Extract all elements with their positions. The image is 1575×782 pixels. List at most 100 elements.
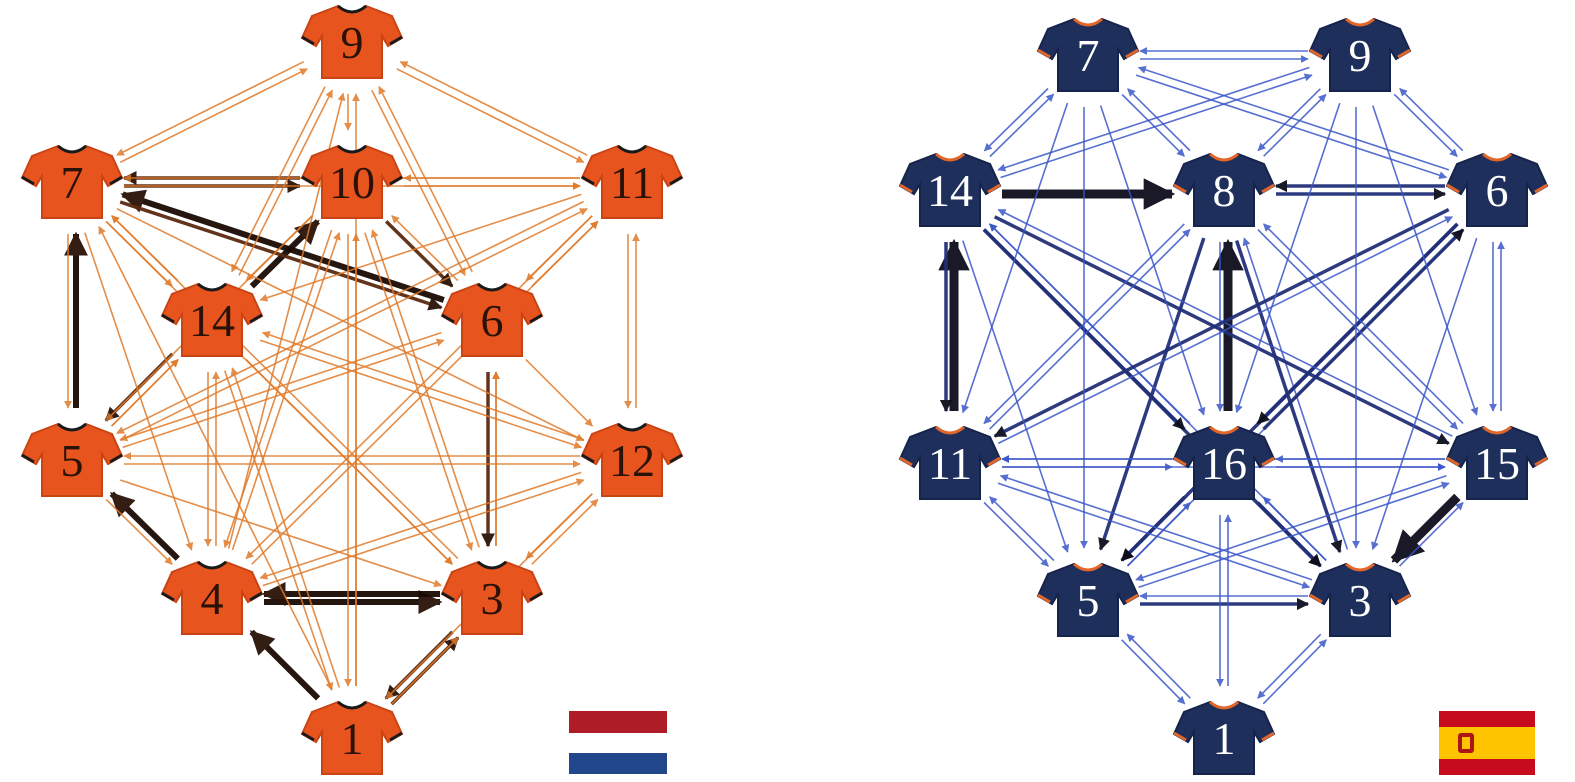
player-shirt-netherlands: 10 <box>300 144 404 219</box>
nl-pass-arrow <box>396 68 585 164</box>
es-pass-arrow <box>989 223 1191 425</box>
sleeve-trim <box>301 35 315 46</box>
es-pass-arrow <box>1399 88 1464 152</box>
player-shirt-spain: 6 <box>1445 152 1549 227</box>
player-shirt-netherlands: 14 <box>160 282 264 357</box>
sleeve-trim <box>987 183 1001 194</box>
sleeve-trim <box>389 731 403 742</box>
es-pass-arrow <box>1126 502 1191 567</box>
sleeve-trim <box>1309 593 1323 604</box>
es-pass-arrow <box>993 208 1450 438</box>
player-number: 5 <box>61 435 84 486</box>
collar-trim <box>477 560 507 570</box>
es-pass-arrow <box>1000 73 1313 179</box>
player-number: 11 <box>610 157 654 208</box>
spain-flag <box>1439 711 1535 775</box>
player-number: 8 <box>1213 165 1236 216</box>
player-number: 16 <box>1201 438 1247 489</box>
sleeve-trim <box>1309 48 1323 59</box>
nl-pass-arrow <box>378 85 473 273</box>
nl-pass-arrow <box>525 359 593 427</box>
sleeve-trim <box>1397 48 1411 59</box>
es-pass-arrow <box>1235 102 1341 414</box>
es-pass-arrow <box>983 501 1049 567</box>
sleeve-trim <box>581 175 595 186</box>
collar-trim <box>935 425 965 435</box>
nl-pass-arrow <box>84 232 194 551</box>
player-shirt-spain: 14 <box>898 152 1002 227</box>
collar-trim <box>337 144 367 154</box>
nl-pass-arrow <box>370 229 480 548</box>
sleeve-trim <box>1261 731 1275 742</box>
netherlands-pass-arrows <box>64 60 640 706</box>
es-pass-arrow <box>983 87 1049 152</box>
sleeve-trim <box>109 453 123 464</box>
collar-trim <box>617 422 647 432</box>
es-pass-arrow <box>1120 495 1186 562</box>
player-number: 14 <box>189 295 235 346</box>
player-number: 5 <box>1077 575 1100 626</box>
es-pass-arrow <box>997 66 1310 172</box>
es-pass-arrow <box>962 240 1070 553</box>
player-number: 15 <box>1474 438 1520 489</box>
player-shirt-spain: 7 <box>1036 17 1140 92</box>
nl-pass-arrow <box>259 339 583 449</box>
player-number: 6 <box>481 295 504 346</box>
collar-trim <box>197 282 227 292</box>
es-pass-arrow <box>989 93 1055 158</box>
es-pass-arrow <box>1393 93 1458 157</box>
player-shirt-netherlands: 4 <box>160 560 264 635</box>
collar-trim <box>1482 152 1512 162</box>
sleeve-trim <box>1534 183 1548 194</box>
sleeve-trim <box>899 183 913 194</box>
es-pass-arrow <box>1256 501 1322 568</box>
player-number: 11 <box>928 438 972 489</box>
es-pass-arrow <box>999 474 1313 581</box>
player-number: 6 <box>1486 165 1509 216</box>
sleeve-trim <box>669 175 683 186</box>
collar-trim <box>477 282 507 292</box>
es-pass-arrow <box>1262 496 1327 561</box>
sleeve-trim <box>301 731 315 742</box>
nl-pass-arrow <box>119 331 442 442</box>
player-shirt-spain: 5 <box>1036 562 1140 637</box>
collar-trim <box>337 700 367 710</box>
nl-pass-arrow <box>262 478 585 587</box>
es-pass-arrow <box>1127 88 1191 152</box>
nl-pass-arrow <box>119 479 443 588</box>
player-shirt-netherlands: 11 <box>580 144 684 219</box>
nl-pass-arrow <box>231 86 326 273</box>
sleeve-trim <box>161 591 175 602</box>
es-pass-arrow <box>1126 633 1191 699</box>
es-pass-arrow <box>1390 493 1461 564</box>
nl-pass-arrow <box>120 207 588 442</box>
es-pass-arrow <box>1257 88 1321 152</box>
es-pass-arrow <box>1263 93 1327 157</box>
sleeve-trim <box>1173 183 1187 194</box>
player-number: 1 <box>1213 713 1236 764</box>
player-number: 4 <box>201 573 224 624</box>
nl-pass-arrow <box>391 637 459 705</box>
es-pass-arrow <box>1399 502 1464 567</box>
player-shirt-spain: 11 <box>898 425 1002 500</box>
nl-pass-arrow <box>116 200 584 435</box>
player-shirt-netherlands: 3 <box>440 560 544 635</box>
es-pass-arrow <box>1135 74 1448 180</box>
es-pass-arrow <box>1371 237 1478 551</box>
es-pass-arrow <box>1121 93 1185 157</box>
es-pass-arrow <box>1242 237 1349 550</box>
player-number: 9 <box>341 17 364 68</box>
nl-pass-arrow <box>384 220 454 288</box>
player-shirt-netherlands: 12 <box>580 422 684 497</box>
es-pass-arrow <box>1099 105 1206 416</box>
player-shirt-spain: 8 <box>1172 152 1276 227</box>
nl-pass-arrow <box>116 207 585 442</box>
es-pass-arrow <box>1262 639 1327 705</box>
sleeve-trim <box>1261 456 1275 467</box>
player-number: 10 <box>329 157 375 208</box>
nl-pass-arrow <box>364 232 474 551</box>
sleeve-trim <box>1173 456 1187 467</box>
es-pass-arrow <box>989 496 1055 562</box>
nl-pass-arrow <box>399 60 588 156</box>
